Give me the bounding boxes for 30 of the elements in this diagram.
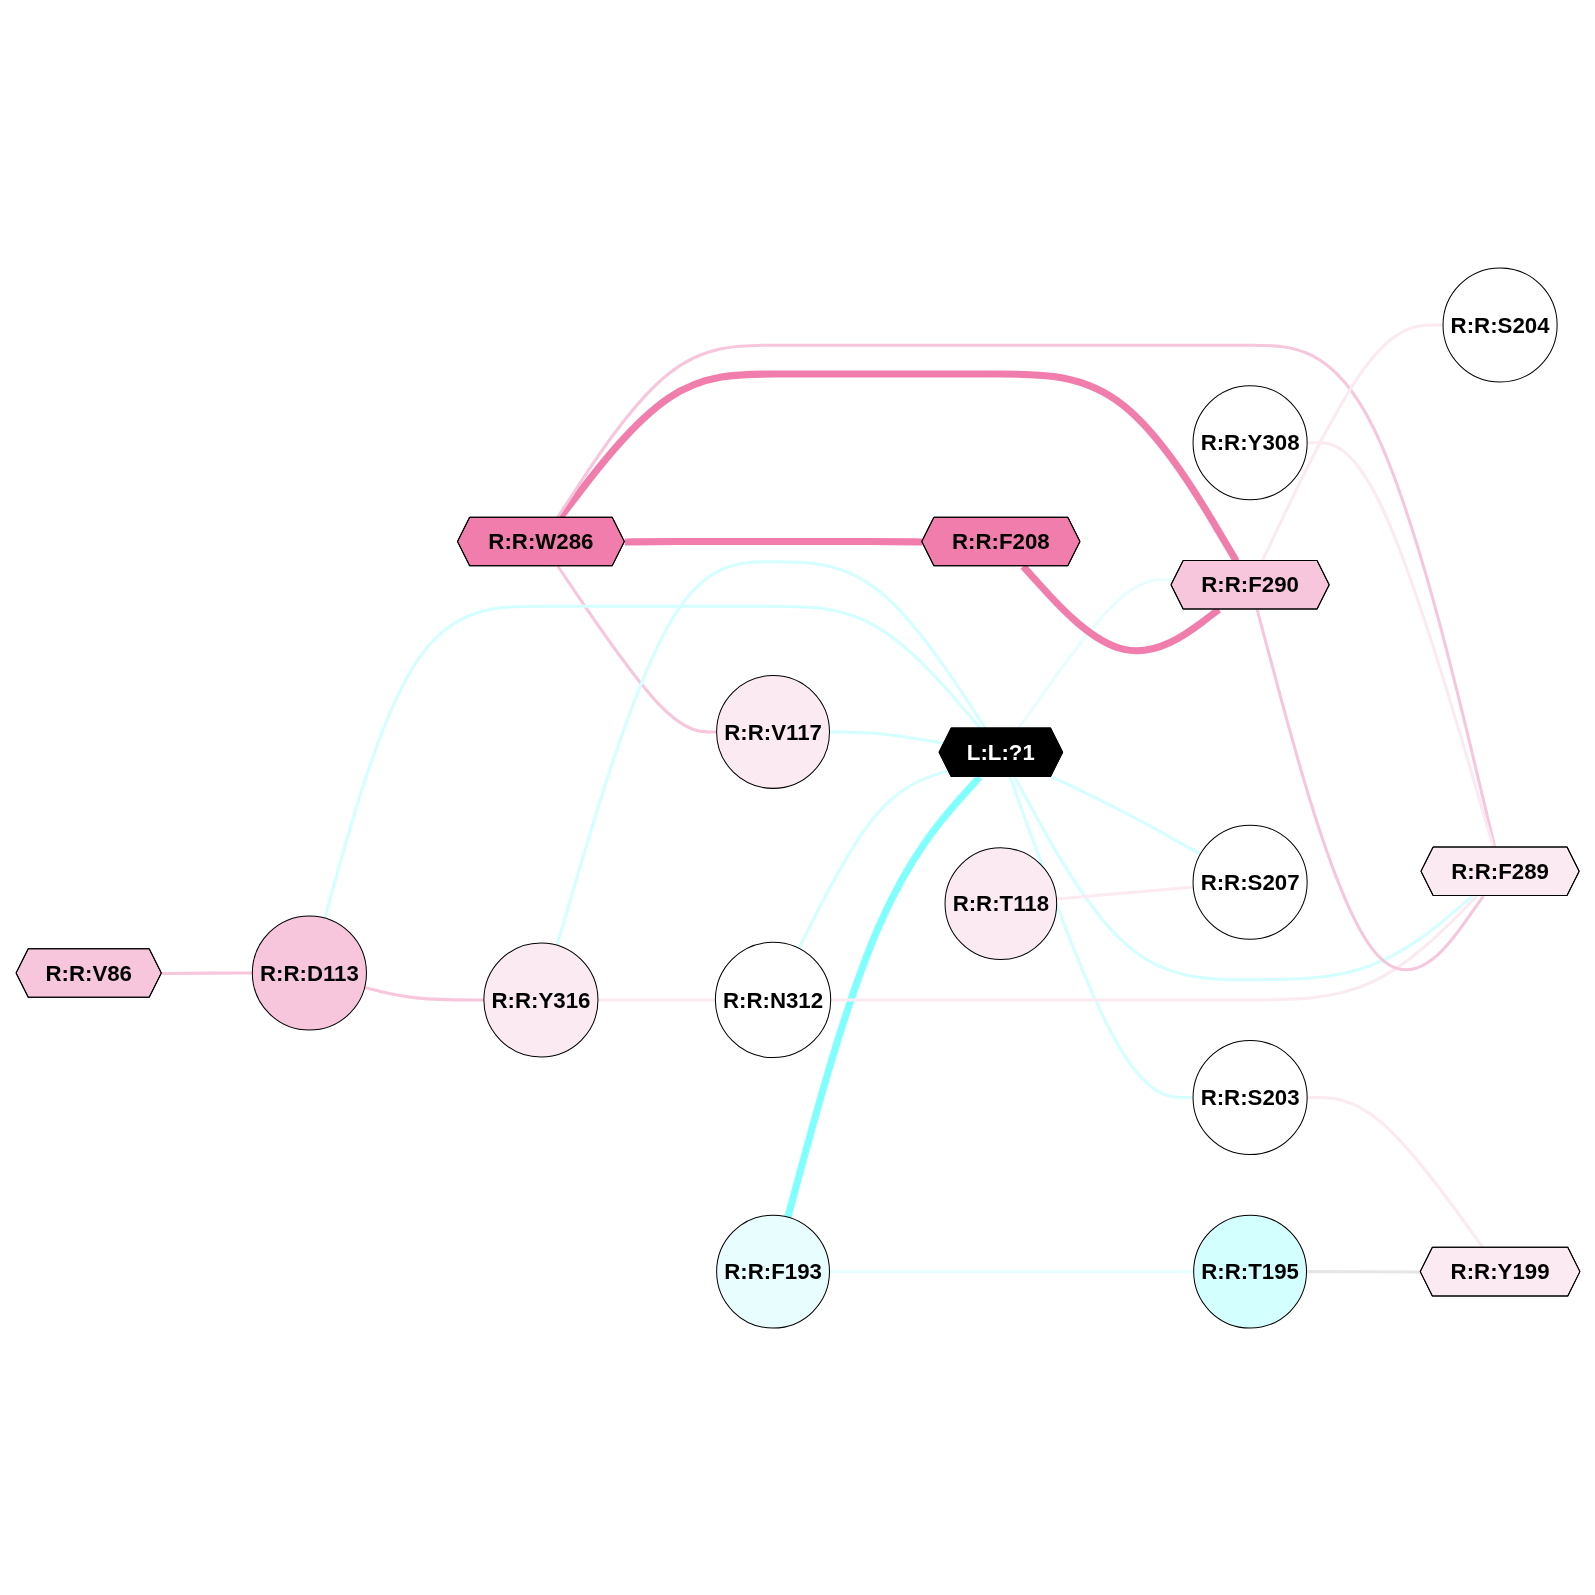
connector (555, 559, 987, 946)
connector (1016, 577, 1174, 729)
connector (363, 985, 484, 1001)
connector (1055, 885, 1193, 900)
connector (161, 971, 252, 975)
connector (322, 604, 982, 918)
connector (829, 729, 944, 745)
connector (1255, 608, 1485, 971)
connector (1306, 1269, 1421, 1274)
node-circle: R:R:S204 (1442, 266, 1558, 383)
node-circle: R:R:Y316 (482, 941, 598, 1057)
connector (797, 768, 949, 949)
connector (556, 564, 717, 733)
node-circle: R:R:S207 (1192, 824, 1308, 940)
connector (783, 774, 982, 1218)
node-circle: R:R:T118 (944, 846, 1057, 960)
connector (1306, 440, 1495, 848)
node-circle: R:R:T195 (1192, 1214, 1307, 1329)
node-circle: R:R:S203 (1192, 1039, 1308, 1155)
connector (1012, 775, 1473, 981)
connector (624, 537, 922, 546)
node-circle: R:R:V117 (715, 674, 830, 789)
node-circle: R:R:Y308 (1192, 384, 1308, 500)
connector (1008, 775, 1193, 1099)
node-circle: R:R:D113 (251, 915, 367, 1031)
node-circle: R:R:F193 (715, 1214, 830, 1329)
connector (1050, 774, 1201, 855)
connector (555, 343, 1496, 848)
connector (830, 894, 1478, 1001)
node-circle: R:R:N312 (714, 941, 831, 1058)
